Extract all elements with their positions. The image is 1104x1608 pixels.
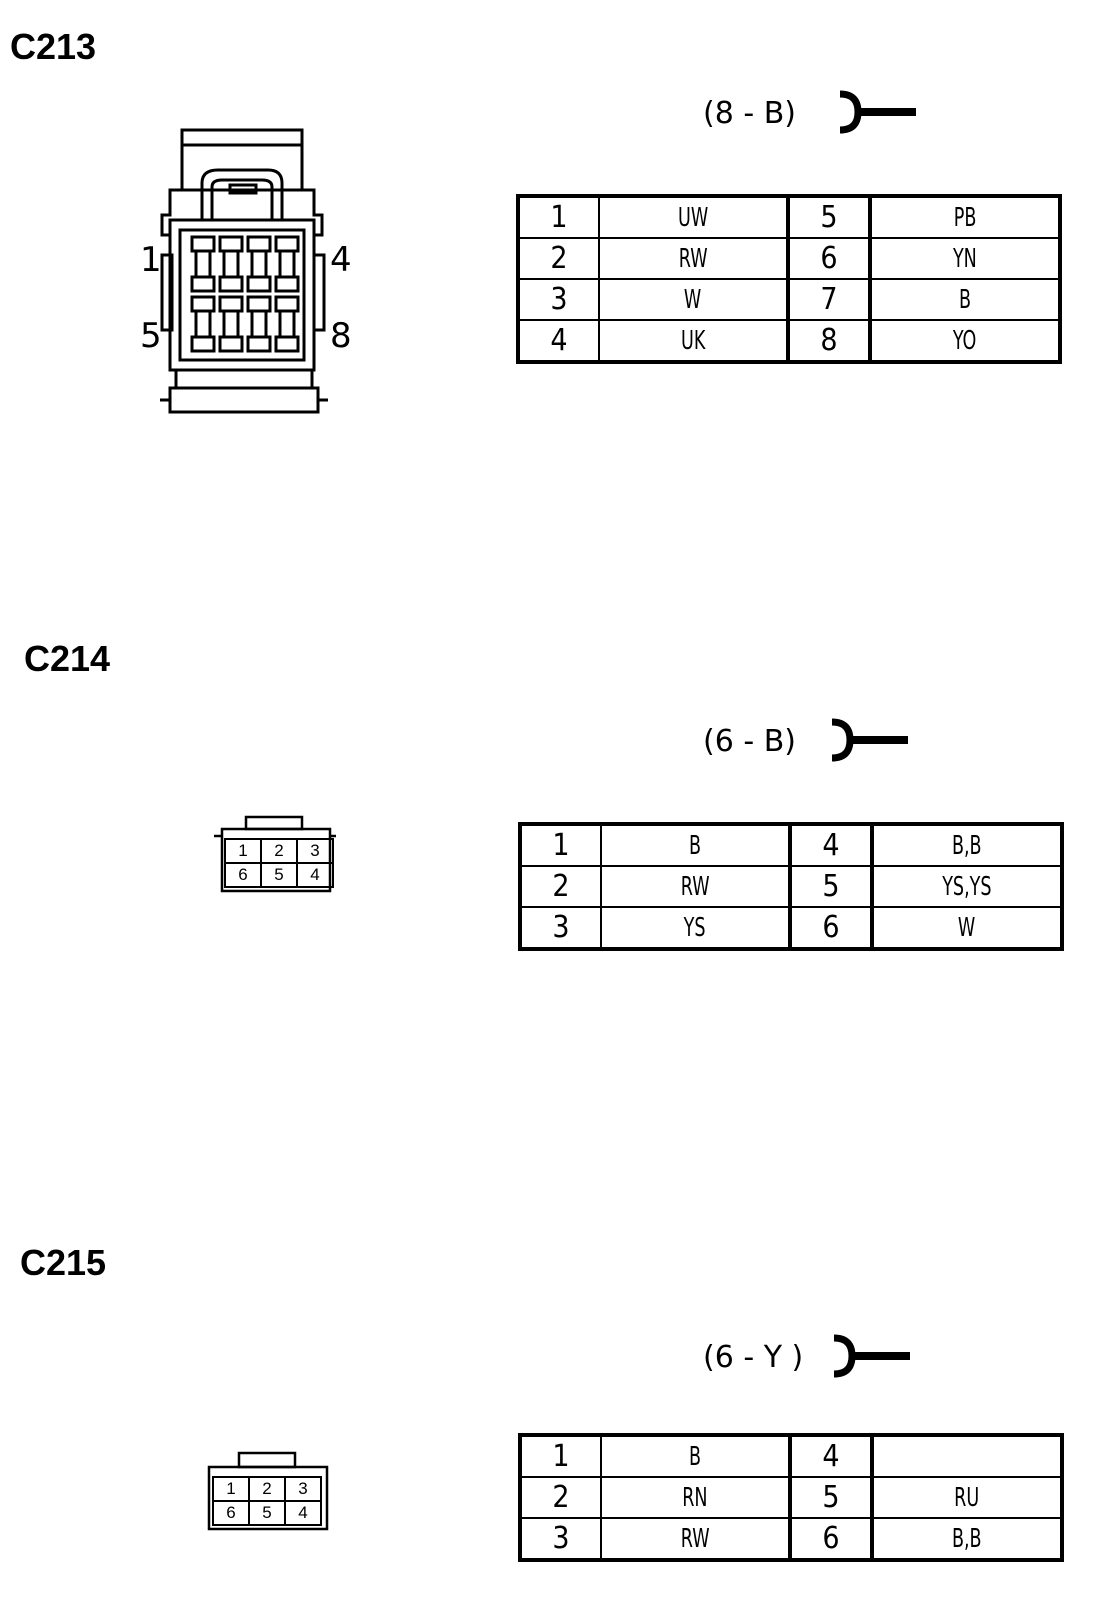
wire-color: RW bbox=[598, 237, 789, 280]
pin-number: 4 bbox=[517, 319, 600, 363]
pin-cavity-label: 2 bbox=[248, 1476, 286, 1502]
pin-number: 5 bbox=[788, 865, 873, 908]
connector-spec: (8 - B) bbox=[703, 96, 796, 131]
pin-number: 6 bbox=[786, 237, 871, 280]
pin-number: 3 bbox=[519, 1517, 602, 1561]
pin-number: 2 bbox=[517, 237, 600, 280]
pin-cavity-label: 4 bbox=[284, 1500, 322, 1526]
wire-color: B,B bbox=[870, 823, 1063, 867]
pin-cavity-label: 2 bbox=[260, 838, 298, 864]
pin-number: 8 bbox=[786, 319, 871, 363]
wire-color: B bbox=[600, 1434, 791, 1478]
wire-color: YN bbox=[868, 237, 1061, 280]
face-label-pin-1: 1 bbox=[140, 240, 162, 280]
connector-spec: (6 - Y ) bbox=[703, 1340, 804, 1375]
pin-number: 4 bbox=[788, 823, 873, 867]
wire-color: B bbox=[600, 823, 791, 867]
wire-color: RU bbox=[870, 1476, 1063, 1519]
wire-color: UK bbox=[598, 319, 789, 363]
wire-color bbox=[870, 1434, 1063, 1478]
pin-number: 5 bbox=[786, 195, 871, 239]
pin-number: 1 bbox=[517, 195, 600, 239]
wire-color: RW bbox=[600, 1517, 791, 1561]
wire-color: PB bbox=[868, 195, 1061, 239]
pin-cavity-label: 6 bbox=[212, 1500, 250, 1526]
wire-color: RN bbox=[600, 1476, 791, 1519]
pin-cavity-label: 1 bbox=[224, 838, 262, 864]
wire-color: YS bbox=[600, 906, 791, 950]
pin-cavity-label: 5 bbox=[260, 862, 298, 888]
pin-number: 3 bbox=[517, 278, 600, 321]
pin-number: 6 bbox=[788, 906, 873, 950]
pin-number: 1 bbox=[519, 823, 602, 867]
wire-color: YS,YS bbox=[870, 865, 1063, 908]
pin-number: 5 bbox=[788, 1476, 873, 1519]
wire-color: B bbox=[868, 278, 1061, 321]
wire-color: YO bbox=[868, 319, 1061, 363]
wire-color: W bbox=[870, 906, 1063, 950]
female-terminal-icon bbox=[839, 90, 916, 134]
pin-cavity-label: 5 bbox=[248, 1500, 286, 1526]
pin-cavity-label: 3 bbox=[284, 1476, 322, 1502]
pin-cavity-label: 4 bbox=[296, 862, 334, 888]
connector-id: C213 bbox=[10, 26, 97, 67]
pin-cavity-label: 6 bbox=[224, 862, 262, 888]
face-label-pin-4: 4 bbox=[330, 240, 352, 280]
female-terminal-icon bbox=[831, 718, 908, 762]
connector-spec: (6 - B) bbox=[703, 724, 796, 759]
connector-housing-outline bbox=[207, 1451, 329, 1531]
pin-number: 2 bbox=[519, 1476, 602, 1519]
connector-id: C214 bbox=[24, 638, 111, 679]
face-label-pin-8: 8 bbox=[330, 316, 352, 356]
wire-color: B,B bbox=[870, 1517, 1063, 1561]
pin-number: 7 bbox=[786, 278, 871, 321]
wire-color: RW bbox=[600, 865, 791, 908]
face-label-pin-5: 5 bbox=[140, 316, 162, 356]
pin-cavity-label: 1 bbox=[212, 1476, 250, 1502]
pin-number: 6 bbox=[788, 1517, 873, 1561]
pin-number: 3 bbox=[519, 906, 602, 950]
female-terminal-icon bbox=[833, 1334, 910, 1378]
connector-face-diagram bbox=[160, 128, 328, 414]
wire-color: W bbox=[598, 278, 789, 321]
pin-number: 2 bbox=[519, 865, 602, 908]
pin-cavity-label: 3 bbox=[296, 838, 334, 864]
pin-number: 4 bbox=[788, 1434, 873, 1478]
pin-number: 1 bbox=[519, 1434, 602, 1478]
connector-id: C215 bbox=[20, 1242, 107, 1283]
wire-color: UW bbox=[598, 195, 789, 239]
